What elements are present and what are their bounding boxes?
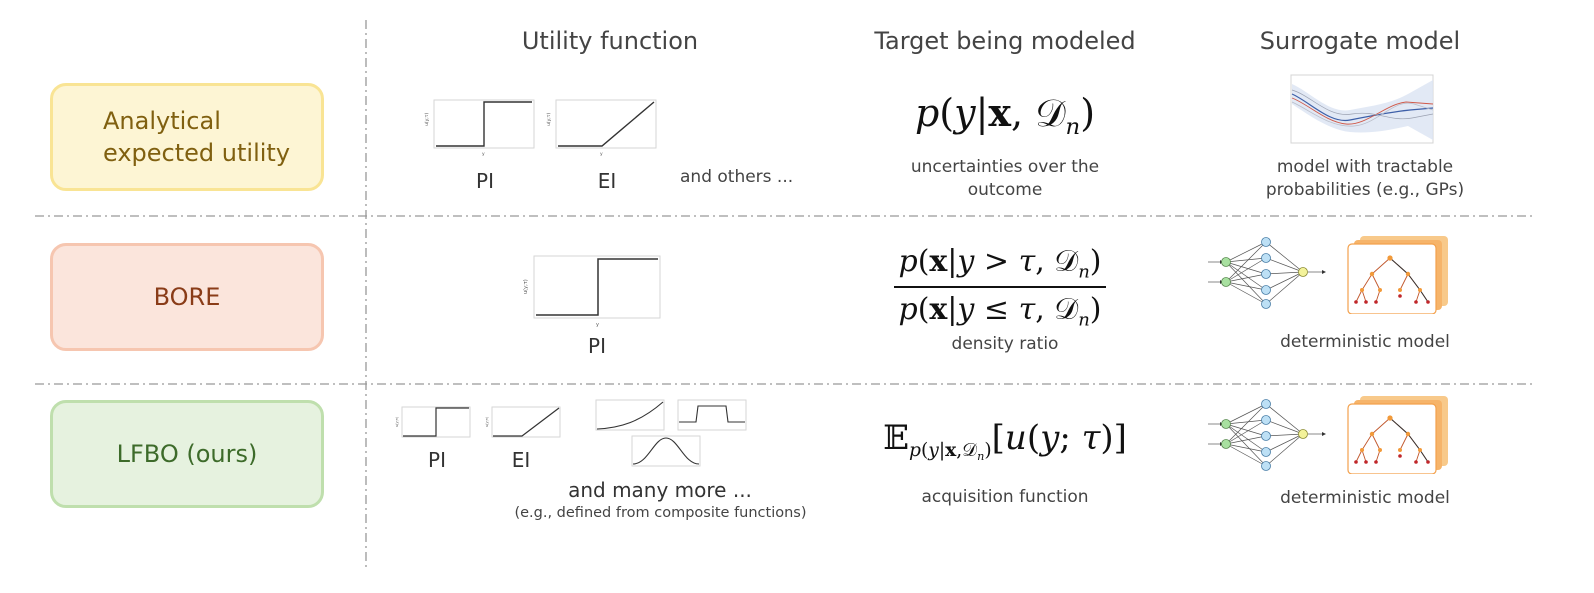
lfbo-util-extra-sub: (e.g., defined from composite functions) xyxy=(514,505,807,521)
bore-pi-plot-thumbnail: u(y;τ) y xyxy=(523,255,661,328)
lfbo-pi-plot-thumbnail: u(y;τ) xyxy=(395,406,471,438)
svg-text:u(y;τ): u(y;τ) xyxy=(485,416,489,427)
row-label-bore: BORE xyxy=(50,243,324,351)
svg-text:u(y;τ): u(y;τ) xyxy=(546,113,552,126)
analytical-label-line2: expected utility xyxy=(103,139,291,167)
exponential-utility-thumbnail xyxy=(595,399,665,431)
analytical-surrogate-caption-line2: probabilities (e.g., GPs) xyxy=(1265,180,1465,200)
analytical-ei-label: EI xyxy=(597,169,617,193)
svg-text:y: y xyxy=(600,152,603,157)
row-label-lfbo: LFBO (ours) xyxy=(50,400,324,508)
analytical-target-caption-line1: uncertainties over the xyxy=(910,157,1100,177)
lfbo-ei-plot-thumbnail: u(y;τ) xyxy=(485,406,561,438)
formula-density-ratio: p(x|y > τ, 𝒟n) p(x|y ≤ τ, 𝒟n) xyxy=(850,244,1150,331)
lfbo-surrogate-caption: deterministic model xyxy=(1280,488,1450,508)
tree-ensemble-icon-lfbo xyxy=(1347,396,1448,474)
bell-utility-thumbnail xyxy=(631,435,701,467)
bore-pi-label: PI xyxy=(588,334,606,358)
header-target-modeled: Target being modeled xyxy=(874,27,1136,55)
svg-text:y: y xyxy=(482,152,485,157)
lfbo-ei-label: EI xyxy=(511,448,531,472)
formula-expected-utility: 𝔼p(y|x,𝒟n)[u(y; τ)] xyxy=(883,418,1127,463)
analytical-surrogate-caption-line1: model with tractable xyxy=(1276,157,1454,177)
svg-text:u(y;τ): u(y;τ) xyxy=(424,113,430,126)
box-utility-thumbnail xyxy=(677,399,747,431)
analytical-target-caption: uncertainties over the outcome xyxy=(880,156,1130,202)
neural-network-icon-lfbo xyxy=(1208,399,1326,471)
analytical-target-caption-line2: outcome xyxy=(967,180,1043,200)
svg-text:y: y xyxy=(596,322,599,328)
svg-text:u(y;τ): u(y;τ) xyxy=(523,279,529,294)
lfbo-util-extra: and many more ... xyxy=(568,478,752,502)
bore-label: BORE xyxy=(153,283,221,311)
analytical-surrogate-caption: model with tractable probabilities (e.g.… xyxy=(1230,156,1500,202)
lfbo-target-caption: acquisition function xyxy=(921,487,1089,507)
svg-text:u(y;τ): u(y;τ) xyxy=(395,416,399,427)
analytical-label-line1: Analytical xyxy=(103,107,221,135)
ei-plot-thumbnail: u(y;τ) y xyxy=(546,99,657,157)
neural-network-icon xyxy=(1208,237,1326,309)
bore-surrogate-caption: deterministic model xyxy=(1280,332,1450,352)
header-surrogate-model: Surrogate model xyxy=(1259,27,1461,55)
tree-ensemble-icon xyxy=(1347,236,1448,314)
lfbo-pi-label: PI xyxy=(428,448,446,472)
header-utility-function: Utility function xyxy=(521,27,699,55)
analytical-pi-label: PI xyxy=(476,169,494,193)
formula-likelihood: p(y|x, 𝒟n) xyxy=(914,90,1096,140)
row-label-analytical: Analytical expected utility xyxy=(50,83,324,191)
gp-plot-thumbnail xyxy=(1290,74,1434,144)
bore-target-caption: density ratio xyxy=(951,334,1059,354)
pi-plot-thumbnail: u(y;τ) y xyxy=(424,99,535,157)
lfbo-label: LFBO (ours) xyxy=(116,440,258,468)
analytical-util-extra: and others ... xyxy=(680,167,794,187)
